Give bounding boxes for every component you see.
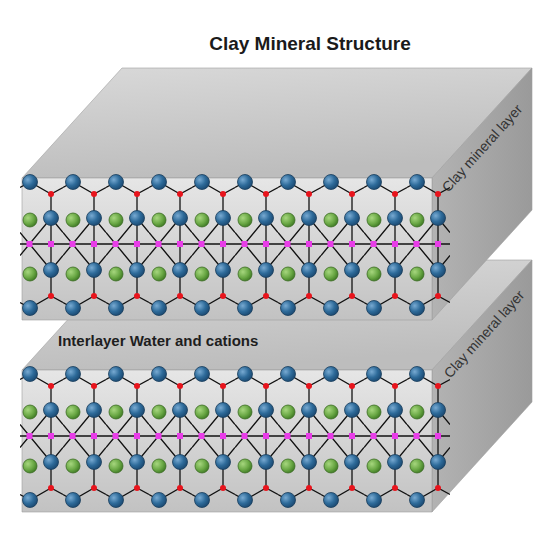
slab-front-face	[22, 178, 432, 320]
diagram-title: Clay Mineral Structure	[195, 33, 425, 55]
slab-side-face	[432, 260, 532, 512]
interlayer-label: Interlayer Water and cations	[58, 332, 258, 349]
atom-lattice	[20, 170, 450, 320]
slab-front-face	[22, 370, 432, 512]
clay-layer-slab: Clay mineral layer	[0, 60, 555, 330]
slab-outline	[0, 60, 555, 330]
atom-lattice	[20, 362, 450, 512]
